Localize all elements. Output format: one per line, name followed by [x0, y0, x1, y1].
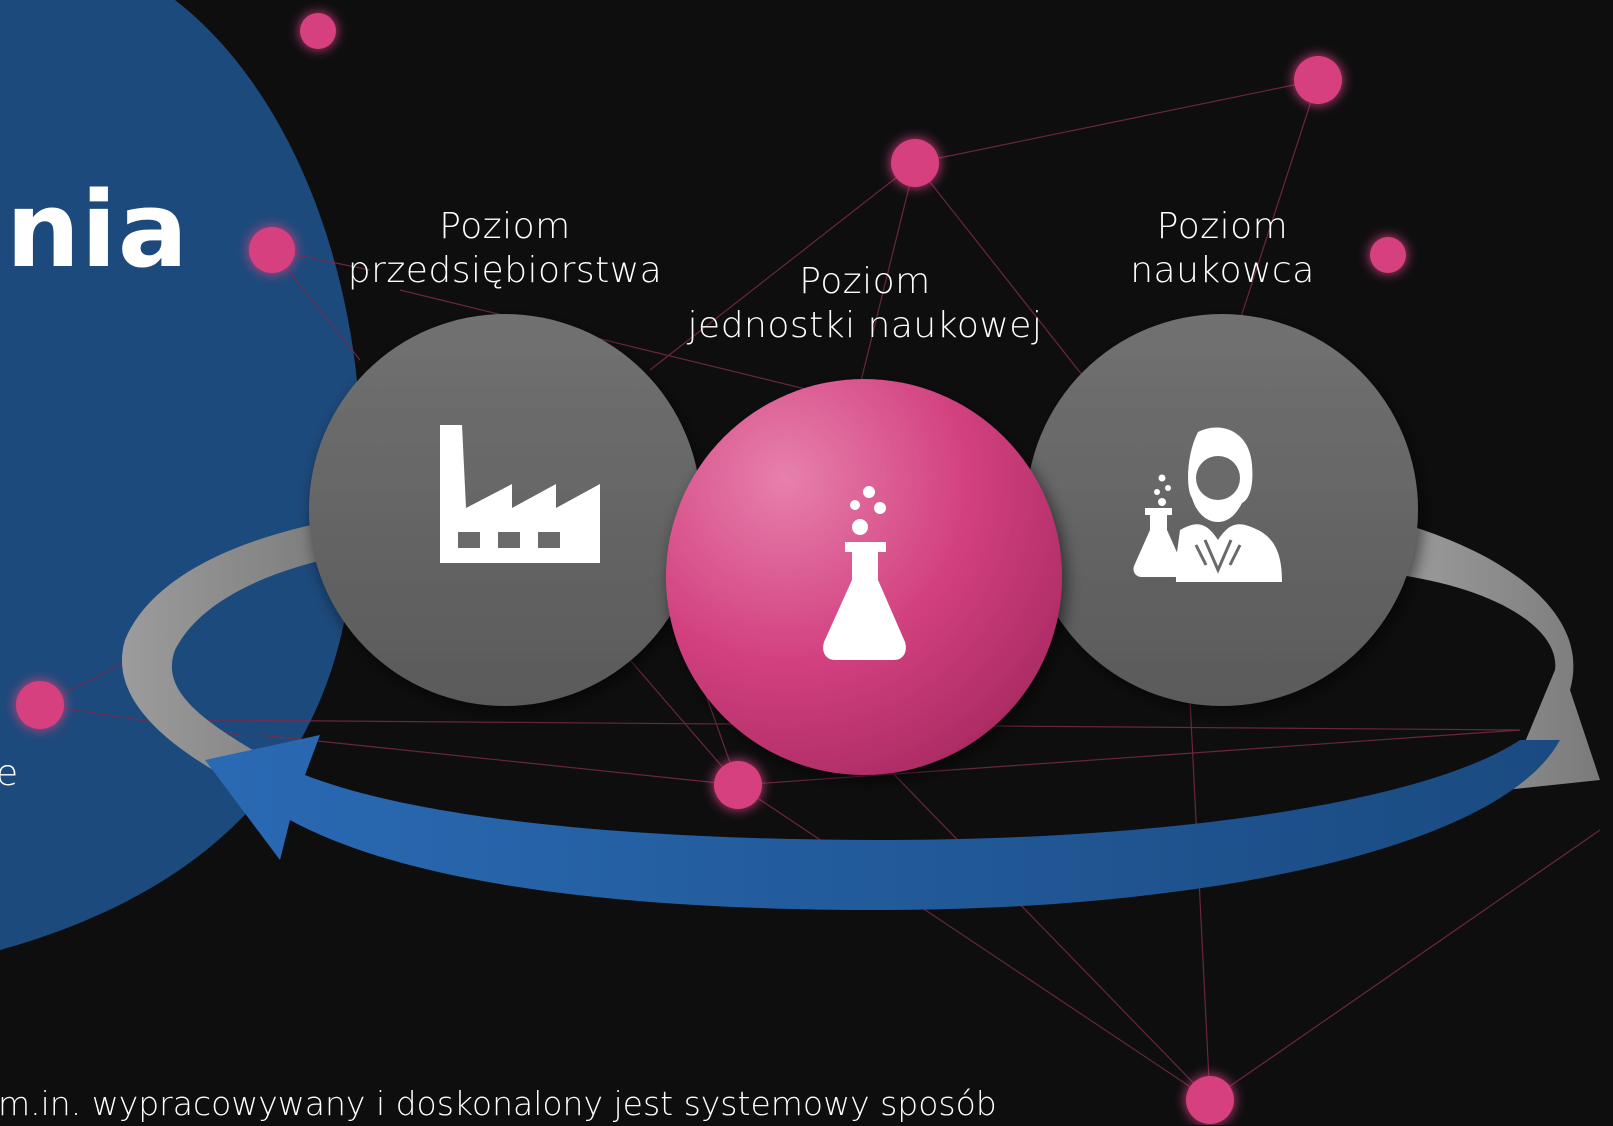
network-node	[300, 13, 336, 49]
network-node	[16, 681, 64, 729]
network-node	[1186, 1076, 1234, 1124]
network-nodes	[16, 13, 1406, 1124]
network-node	[1370, 237, 1406, 273]
level-label-scientist: Poziom naukowca	[1080, 205, 1365, 293]
network-node	[1294, 56, 1342, 104]
cycle-arc-grey-left	[121, 520, 345, 790]
flask-icon	[823, 486, 906, 660]
level-label-enterprise: Poziom przedsiębiorstwa	[345, 205, 665, 293]
cycle-arrow-blue	[205, 735, 1560, 910]
scientist-icon	[1133, 427, 1282, 582]
level-label-research-unit: Poziom jednostki naukowej	[680, 260, 1050, 348]
network-node	[714, 761, 762, 809]
left-text-fragment: e	[0, 753, 19, 794]
level-label-line1: Poziom	[799, 261, 931, 302]
network-node	[249, 227, 295, 273]
network-node	[891, 139, 939, 187]
level-label-line1: Poziom	[1156, 206, 1289, 247]
bottom-text: m.in. wypracowywany i doskonalony jest s…	[0, 1084, 997, 1123]
cycle-arrow-grey	[1400, 525, 1600, 790]
factory-icon	[440, 425, 600, 563]
level-label-line2: przedsiębiorstwa	[347, 250, 663, 291]
level-label-line2: jednostki naukowej	[687, 305, 1043, 346]
page-title: nia	[6, 169, 189, 291]
level-label-line1: Poziom	[439, 206, 571, 247]
level-label-line2: naukowca	[1130, 250, 1315, 291]
